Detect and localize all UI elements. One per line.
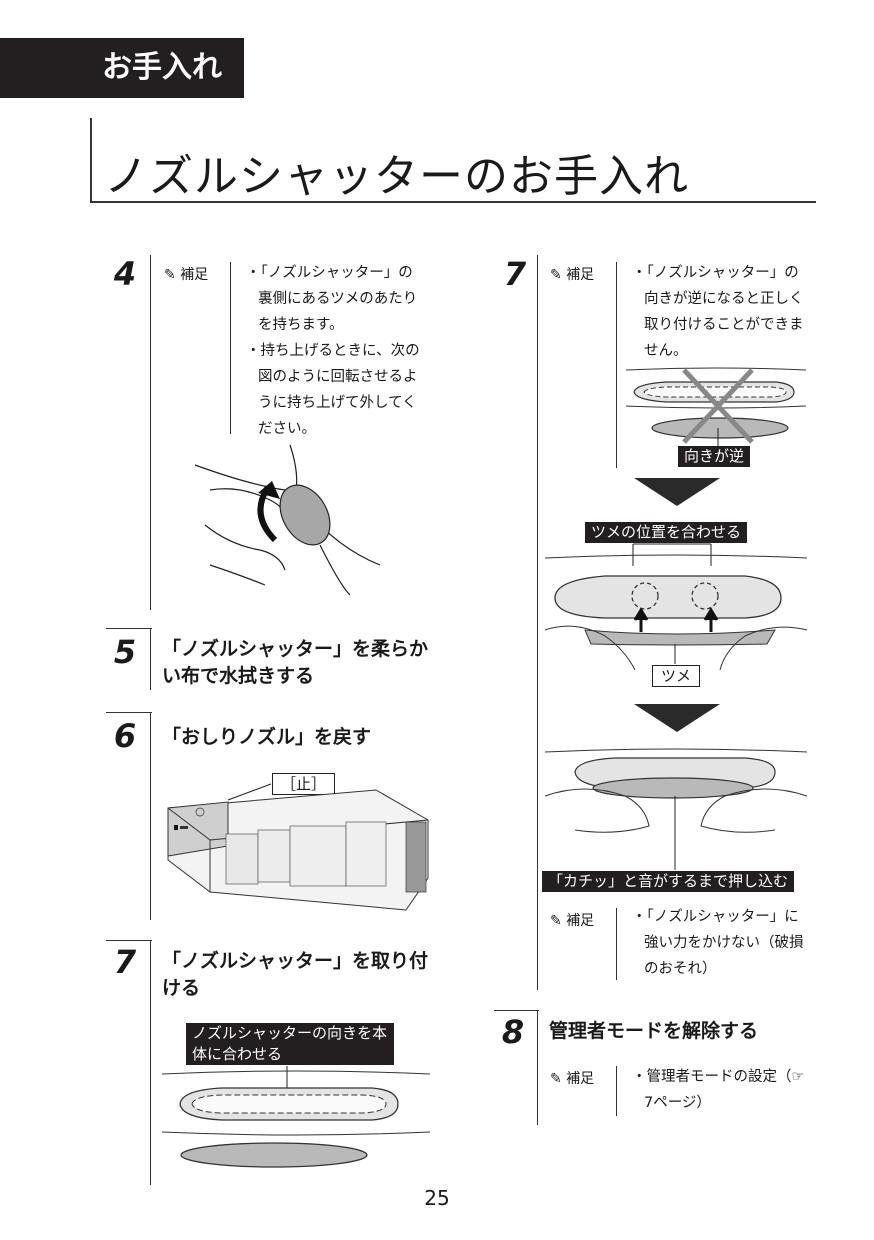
- step-7a-number: 7: [113, 943, 137, 981]
- step-7b-note2-line-1: ・「ノズルシャッター」に強い力をかけない（破損のおそれ）: [632, 909, 804, 977]
- step-7b-note-label-wrap: ✎ 補足: [550, 264, 594, 284]
- step-7b-number: 7: [503, 255, 527, 293]
- down-arrow-2: [634, 704, 720, 732]
- step-7a-title: 「ノズルシャッター」を取り付ける: [162, 950, 429, 999]
- step-4-note-line-2: ・持ち上げるときに、次の図のように回転させるように持ち上げて外してください。: [246, 343, 420, 437]
- step-6-rule: [150, 712, 151, 920]
- step-5-number: 5: [113, 633, 137, 671]
- step-4-note-separator: [230, 262, 231, 434]
- section-tab: お手入れ: [0, 38, 244, 98]
- title-rule-vertical: [90, 118, 92, 202]
- step-7b-note2-label-wrap: ✎ 補足: [550, 910, 594, 930]
- step-7b-note-label: 補足: [566, 267, 595, 283]
- step-4-note-line-1: ・「ノズルシャッター」の裏側にあるツメのあたりを持ちます。: [246, 265, 418, 333]
- wrong-orientation-illustration: [625, 367, 807, 446]
- step-8-note-label-wrap: ✎ 補足: [550, 1068, 594, 1088]
- push-in-illustration: [544, 748, 808, 870]
- remote-control-illustration: [167, 783, 429, 911]
- orientation-callout: ノズルシャッターの向きを本体に合わせる: [186, 1023, 394, 1065]
- title-rule-horizontal: [90, 201, 816, 203]
- step-5-rule: [150, 628, 151, 690]
- step-8-note-label: 補足: [566, 1071, 595, 1087]
- align-claws-illustration: [544, 543, 808, 671]
- step-5-title: 「ノズルシャッター」を柔らかい布で水拭きする: [162, 638, 429, 687]
- step-8-note-line-1: ・管理者モードの設定（☞7ページ）: [632, 1069, 805, 1111]
- align-claws-label: ツメの位置を合わせる: [585, 522, 748, 543]
- step-4-note: ・「ノズルシャッター」の裏側にあるツメのあたりを持ちます。 ・持ち上げるときに、…: [246, 260, 422, 442]
- step-4-note-label-wrap: ✎ 補足: [164, 264, 208, 284]
- shutter-orientation-illustration: [161, 1066, 431, 1168]
- step-6-title: 「おしりノズル」を戻す: [162, 726, 372, 748]
- step-4-note-label: 補足: [180, 267, 209, 283]
- wrong-orientation-label: 向きが逆: [678, 446, 751, 467]
- step-8-note: ・管理者モードの設定（☞7ページ）: [632, 1064, 810, 1116]
- step-8-rule: [537, 1010, 538, 1125]
- step-7a-rule: [150, 940, 151, 1185]
- step-7b-note2-label: 補足: [566, 913, 595, 929]
- push-in-label: 「カチッ」と音がするまで押し込む: [542, 871, 795, 892]
- step-4-rule: [150, 255, 151, 610]
- step-8-number: 8: [501, 1013, 525, 1051]
- claw-label: ツメ: [652, 665, 701, 687]
- page-number: 25: [424, 1186, 450, 1210]
- step-4-number: 4: [113, 255, 137, 293]
- step-7b-note2-separator: [616, 908, 617, 980]
- step-7b-note-line-1: ・「ノズルシャッター」の向きが逆になると正しく取り付けることができません。: [632, 265, 804, 359]
- step-8-rule-top: [494, 1010, 539, 1011]
- step-7b-note-separator: [616, 262, 617, 468]
- stop-button-callout: ［止］: [272, 773, 336, 795]
- step-7b-rule: [537, 255, 538, 990]
- step-7a-rule-top: [106, 940, 152, 941]
- hand-lift-illustration: [194, 444, 381, 596]
- step-8-title: 管理者モードを解除する: [549, 1020, 759, 1042]
- down-arrow-1: [634, 478, 720, 506]
- step-7b-note: ・「ノズルシャッター」の向きが逆になると正しく取り付けることができません。: [632, 260, 810, 364]
- page-title: ノズルシャッターのお手入れ: [104, 151, 689, 202]
- step-5-rule-top: [106, 628, 152, 629]
- step-8-note-separator: [616, 1066, 617, 1116]
- step-6-number: 6: [113, 717, 137, 755]
- step-7b-note2: ・「ノズルシャッター」に強い力をかけない（破損のおそれ）: [632, 904, 810, 982]
- pencil-icon: ✎: [550, 267, 562, 283]
- pencil-icon: ✎: [550, 1071, 562, 1087]
- pencil-icon: ✎: [164, 267, 176, 283]
- step-6-rule-top: [106, 712, 152, 713]
- pencil-icon: ✎: [550, 913, 562, 929]
